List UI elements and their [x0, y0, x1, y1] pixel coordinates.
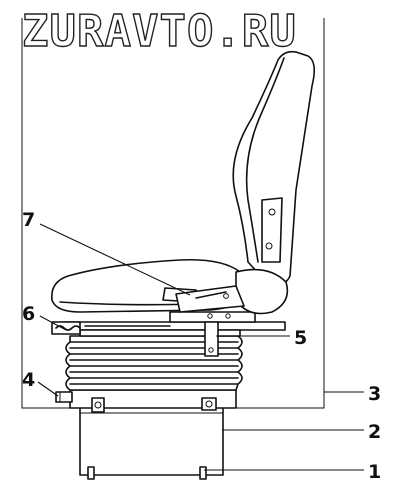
leader-lines — [37, 223, 364, 471]
callout-5: 5 — [294, 327, 307, 349]
seat-backrest — [232, 50, 316, 287]
callout-1: 1 — [368, 461, 381, 483]
callout-6: 6 — [22, 303, 35, 325]
recline-hinge — [175, 268, 289, 315]
callout-4: 4 — [22, 369, 35, 391]
callout-2: 2 — [368, 421, 381, 443]
height-adjust-lever — [55, 391, 73, 403]
suspension-base-plate — [69, 389, 237, 413]
seat-slide-rails — [51, 321, 286, 337]
callout-3: 3 — [368, 383, 381, 405]
watermark-text: ZURAVTO.RU — [22, 6, 297, 57]
callout-7: 7 — [22, 209, 35, 231]
mounting-bolts — [87, 466, 207, 480]
base-box — [79, 401, 224, 476]
adjuster-bracket — [169, 311, 256, 357]
